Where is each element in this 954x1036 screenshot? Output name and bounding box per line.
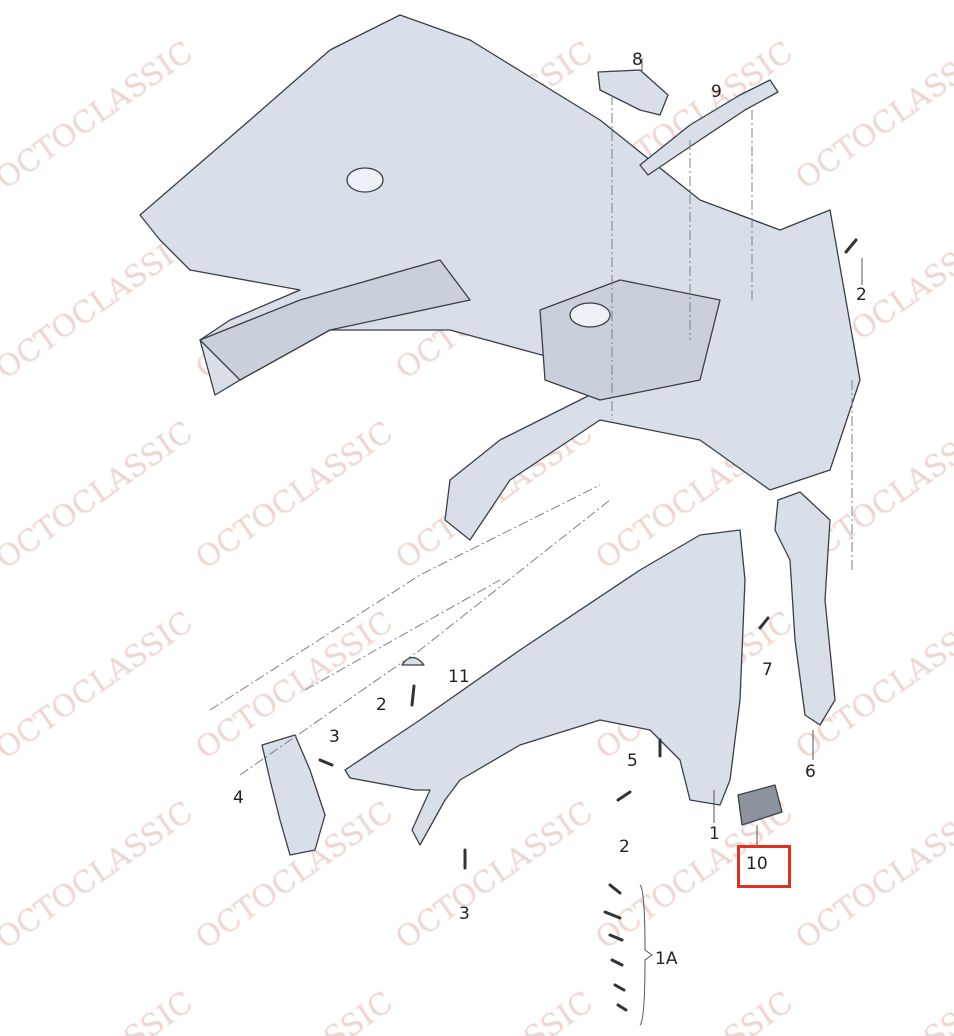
highlight-box xyxy=(737,845,791,888)
callout-2-bottom: 2 xyxy=(619,837,630,857)
part-10 xyxy=(737,784,783,826)
callout-1: 1 xyxy=(709,824,720,844)
part-8 xyxy=(597,69,669,116)
body-inner-panel xyxy=(199,259,471,381)
callout-3-upper: 3 xyxy=(329,727,340,747)
callout-11: 11 xyxy=(448,667,470,687)
callout-7: 7 xyxy=(762,660,773,680)
callout-5: 5 xyxy=(627,751,638,771)
screws xyxy=(318,238,858,1012)
callout-2-left: 2 xyxy=(376,695,387,715)
callout-8: 8 xyxy=(632,50,643,70)
callout-6: 6 xyxy=(805,762,816,782)
callout-10: 10 xyxy=(746,854,768,874)
leader-lines xyxy=(639,58,863,1026)
part-4-bracket xyxy=(261,734,326,856)
strut-mount xyxy=(569,302,611,328)
part-6 xyxy=(774,491,836,726)
part-1-fender xyxy=(344,529,746,846)
callout-2-top: 2 xyxy=(856,285,867,305)
strut-mount xyxy=(346,167,384,193)
callout-9: 9 xyxy=(711,82,722,102)
callout-4: 4 xyxy=(233,788,244,808)
part-9 xyxy=(639,79,779,176)
assembly-lines xyxy=(209,95,853,776)
callout-3-lower: 3 xyxy=(459,904,470,924)
callout-1A: 1A xyxy=(655,949,678,969)
part-11 xyxy=(401,656,425,666)
